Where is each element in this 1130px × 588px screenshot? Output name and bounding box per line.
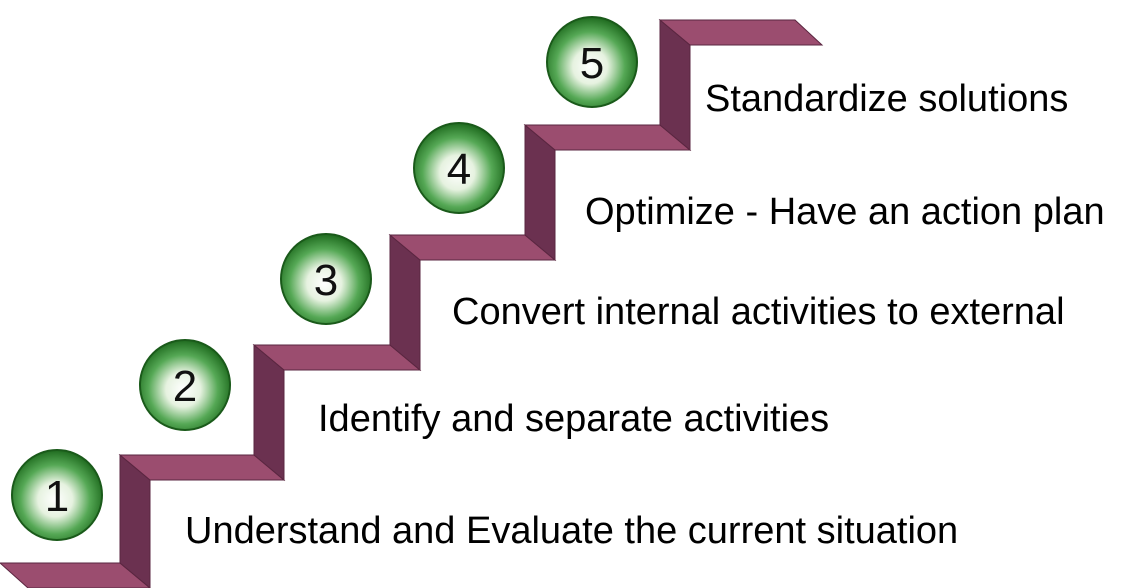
step-badge-4: 4	[413, 122, 505, 214]
step-badge-5: 5	[546, 16, 638, 108]
step-badge-3: 3	[280, 233, 372, 325]
staircase	[0, 18, 824, 588]
step-number-3: 3	[314, 256, 338, 305]
step-number-5: 5	[580, 39, 604, 88]
step-label-4: Optimize - Have an action plan	[585, 191, 1105, 233]
step-badge-2: 2	[139, 339, 231, 431]
step-label-5: Standardize solutions	[705, 78, 1069, 120]
stair-tread-1	[0, 562, 151, 588]
step-label-3: Convert internal activities to external	[452, 291, 1065, 333]
step-label-2: Identify and separate activities	[318, 398, 830, 440]
step-number-2: 2	[173, 362, 197, 411]
step-number-4: 4	[447, 145, 471, 194]
step-number-1: 1	[45, 472, 69, 521]
stair-tread-top	[658, 19, 824, 46]
step-label-1: Understand and Evaluate the current situ…	[185, 510, 959, 552]
step-badge-1: 1	[11, 449, 103, 541]
